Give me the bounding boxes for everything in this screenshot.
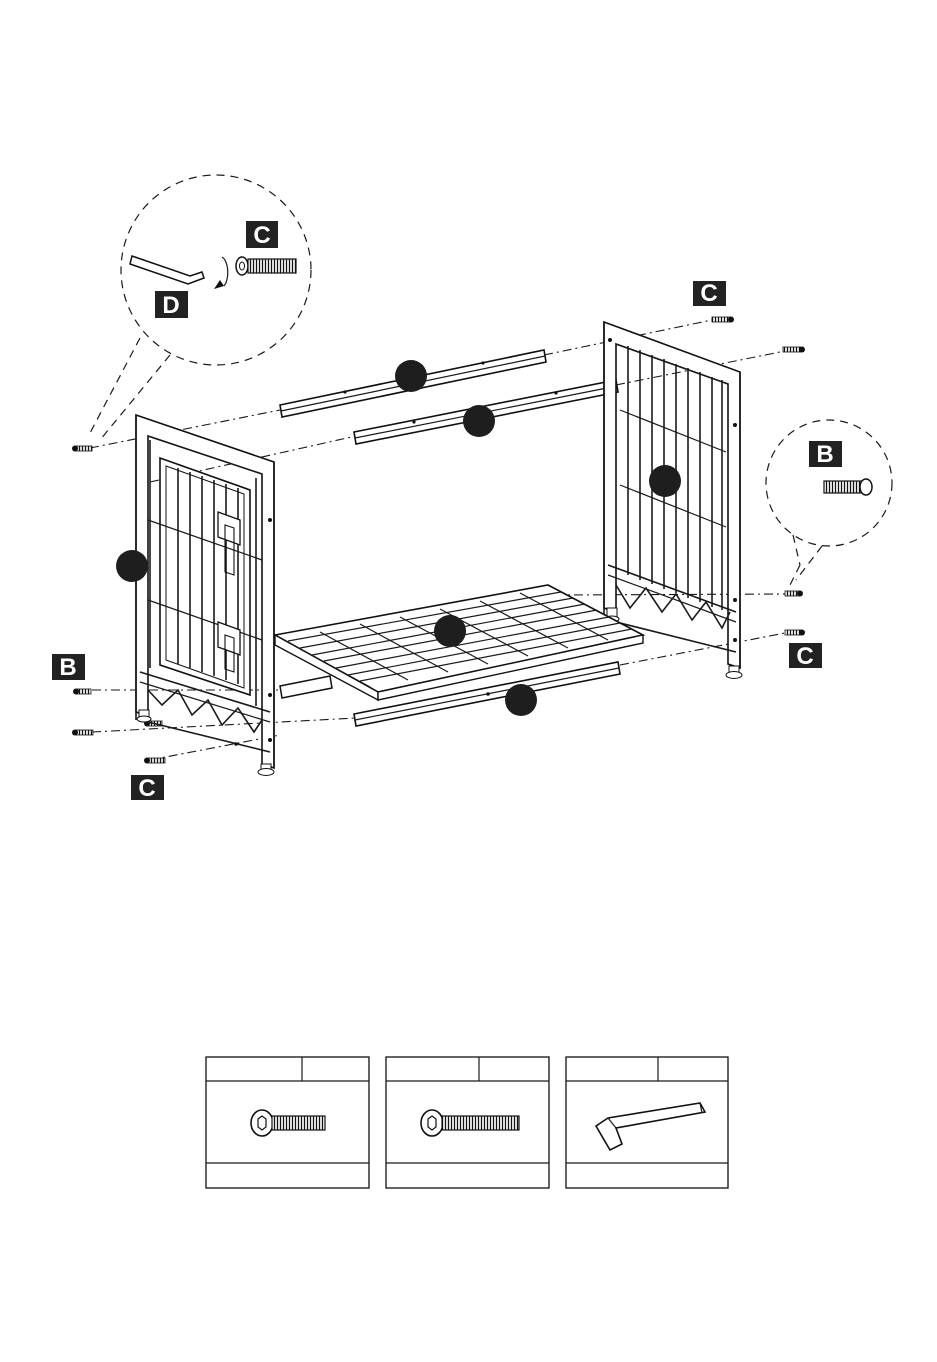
bolt-icon [785, 591, 803, 597]
bolt-b-detail-icon [824, 479, 872, 495]
part-marker [649, 465, 681, 497]
bolt-icon [144, 758, 165, 764]
part-marker [463, 405, 495, 437]
label-c-right: C [789, 643, 822, 670]
bolt-icon [72, 730, 93, 736]
label-d-detail-top: D [155, 291, 188, 319]
svg-text:C: C [253, 222, 270, 249]
parts-table [206, 1057, 728, 1188]
label-c-bottom-left: C [131, 775, 164, 802]
svg-text:D: D [162, 292, 179, 319]
part-marker [395, 360, 427, 392]
svg-text:C: C [700, 280, 717, 307]
bolt-icon [785, 630, 805, 636]
detail-circle-allen-key [90, 175, 311, 440]
svg-text:C: C [138, 775, 155, 802]
parts-card [566, 1057, 728, 1188]
parts-card [206, 1057, 369, 1188]
label-b-detail-right: B [809, 441, 842, 468]
label-b-left: B [52, 654, 85, 681]
bolt-icon [712, 317, 734, 323]
label-c-top-right: C [693, 280, 726, 307]
svg-text:C: C [796, 643, 813, 670]
bolt-icon [73, 689, 91, 695]
bolt-icon [72, 446, 92, 452]
bottom-rail-back [280, 676, 332, 698]
parts-card [386, 1057, 549, 1188]
bolt-icon [783, 347, 805, 353]
part-marker [434, 615, 466, 647]
allen-key-detail-icon [130, 256, 204, 284]
svg-text:B: B [59, 654, 76, 681]
svg-text:B: B [816, 441, 833, 468]
part-marker [116, 550, 148, 582]
bolt-c-detail-icon [236, 257, 296, 275]
label-c-detail-top: C [246, 221, 278, 249]
part-marker [505, 684, 537, 716]
